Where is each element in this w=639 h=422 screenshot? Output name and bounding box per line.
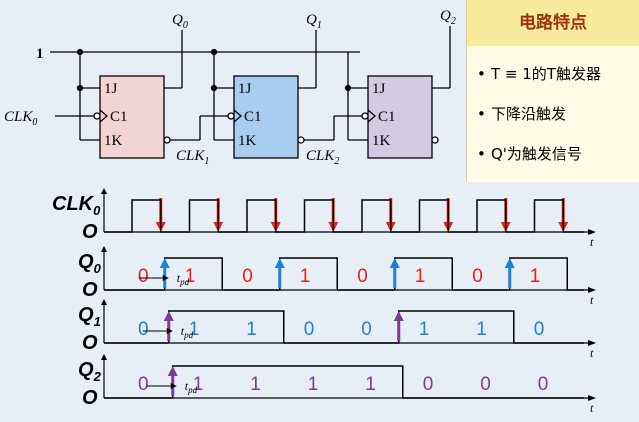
ff2-k-label: 1K [372,133,391,149]
clk2-label: CLK2 [306,148,339,167]
panel-item-text: T ≡ 1的T触发器 [491,65,601,83]
bit-label: 1 [246,319,257,340]
bit-label: 1 [189,319,200,340]
panel-item: • Q'为触发信号 [477,134,639,174]
bit-label: 0 [472,266,483,287]
arrow-icon [163,311,174,321]
flipflop-2-labels: 1J C1 1K [372,81,396,149]
bullet-icon: • [477,65,486,83]
bit-label: 0 [361,319,372,340]
panel-title: 电路特点 [467,0,639,46]
arrow-icon [101,188,107,194]
bit-label: 0 [534,319,545,340]
arrow-icon [101,299,107,305]
zero-label: O [82,387,98,409]
panel-item-text: 下降沿触发 [491,105,567,123]
panel-item: • T ≡ 1的T触发器 [477,54,639,94]
t-label: t [590,346,594,360]
arrow-icon [504,258,515,268]
bit-label: 0 [538,374,549,395]
ff0-k-label: 1K [104,133,123,149]
t-label: t [590,293,594,307]
flipflop-0-labels: 1J C1 1K [104,81,128,149]
flipflop-2-box [367,75,433,159]
ff0-c-label: C1 [110,109,128,125]
q2-output-label: Q2 [440,8,456,27]
bit-label: 0 [138,266,149,287]
bit-label: 1 [300,266,311,287]
panel-item: • 下降沿触发 [477,94,639,134]
arrow-icon [170,383,177,389]
tpd-label: tpd [185,379,198,395]
q1-waveform [104,310,584,344]
zero-label: O [82,279,98,301]
ff0-j-label: 1J [104,81,118,97]
arrow-icon [588,287,596,293]
arrow-icon [588,395,596,401]
clk1-label: CLK1 [176,148,209,167]
bit-label: 0 [423,374,434,395]
t-label: t [590,401,594,415]
arrow-icon [588,340,596,346]
bit-label: 1 [185,266,196,287]
bit-label: 0 [242,266,253,287]
features-panel: 电路特点 • T ≡ 1的T触发器 • 下降沿触发 • Q'为触发信号 [466,0,639,182]
circuit-diagram [50,26,451,159]
flipflop-0-box [99,75,165,159]
bit-label: 1 [250,374,261,395]
signal-label-q0: Q0 [78,251,102,276]
flipflop-1-labels: 1J C1 1K [238,81,262,149]
bit-label: 1 [530,266,541,287]
arrow-icon [393,311,404,321]
ff2-j-label: 1J [372,81,386,97]
arrow-icon [389,258,400,268]
arrow-icon [162,275,169,281]
ff2-c-label: C1 [378,109,396,125]
clk0-waveform [104,199,584,233]
bit-label: 0 [304,319,315,340]
bullet-icon: • [477,105,486,123]
bit-label: 1 [476,319,487,340]
signal-label-q1: Q1 [78,304,101,329]
ff1-j-label: 1J [238,81,252,97]
arrow-icon [159,258,170,268]
tpd-label: tpd [181,324,194,340]
arrow-icon [166,328,173,334]
zero-label: O [82,332,98,354]
ff1-k-label: 1K [238,133,257,149]
arrow-icon [101,354,107,360]
bit-label: 1 [308,374,319,395]
ff1-c-label: C1 [244,109,262,125]
arrow-icon [588,229,596,235]
clk0-input-label: CLK0 [4,109,37,128]
bullet-icon: • [477,145,486,163]
arrow-icon [167,366,178,376]
arrow-icon [101,246,107,252]
bit-label: 1 [415,266,426,287]
flipflop-1-box [233,75,299,159]
input-one-label: 1 [36,46,44,62]
zero-label: O [82,221,98,243]
t-label: t [590,235,594,249]
panel-item-text: Q'为触发信号 [491,145,582,163]
arrow-icon [274,258,285,268]
bit-label: 0 [138,319,149,340]
q2-waveform [104,365,584,399]
bit-label: 1 [419,319,430,340]
bit-label: 0 [357,266,368,287]
q0-waveform [104,257,584,291]
tpd-label: tpd [177,271,190,287]
signal-label-q2: Q2 [78,359,102,384]
q1-output-label: Q1 [306,12,322,31]
bit-label: 0 [480,374,491,395]
panel-list: • T ≡ 1的T触发器 • 下降沿触发 • Q'为触发信号 [467,46,639,174]
q0-output-label: Q0 [172,12,188,31]
signal-label-clk0: CLK0 [52,193,101,218]
bit-label: 1 [365,374,376,395]
bit-label: 1 [193,374,204,395]
bit-label: 0 [138,374,149,395]
